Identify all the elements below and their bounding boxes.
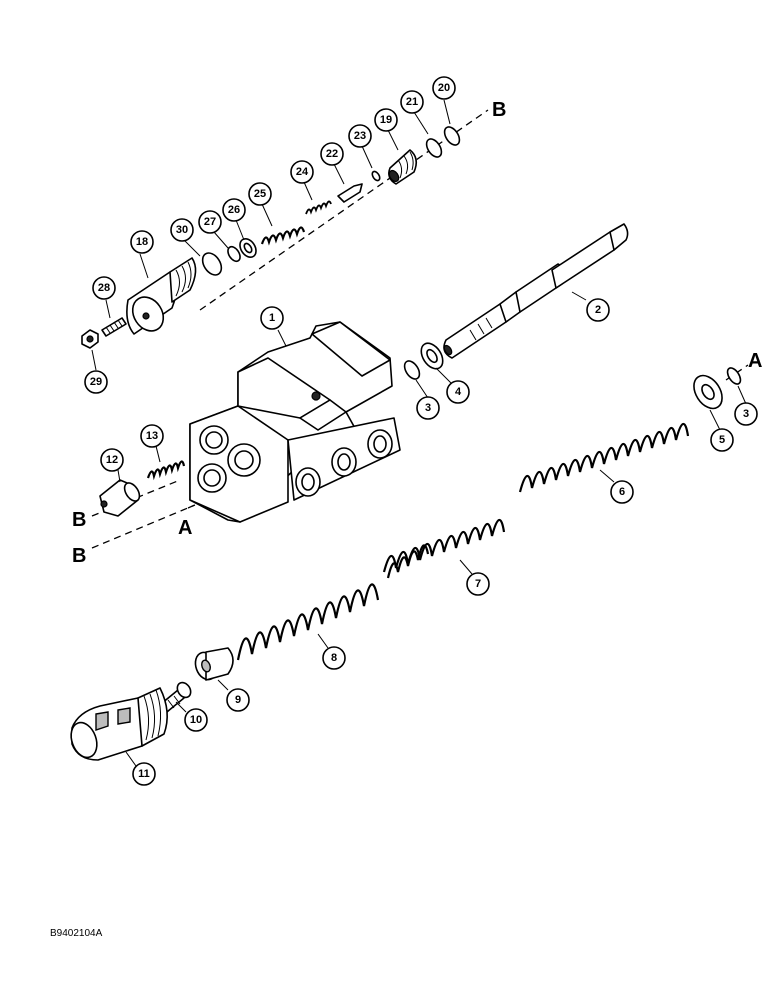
callout-28-label: 28	[98, 282, 110, 294]
callout-8: 8	[322, 646, 346, 670]
ref-letter-a-right: A	[748, 350, 762, 372]
callout-6-label: 6	[619, 486, 625, 498]
callout-24-label: 24	[296, 166, 309, 178]
callout-19-label: 19	[380, 114, 392, 126]
callout-20: 20	[432, 76, 456, 100]
part-26-spacer	[239, 237, 257, 259]
part-4-washer	[420, 342, 444, 370]
ref-letter-a-left: A	[178, 517, 192, 539]
part-24-spring	[305, 200, 332, 215]
callout-13-label: 13	[146, 430, 158, 442]
leader-lines	[91, 99, 747, 767]
callout-3-left: 3	[416, 396, 440, 420]
callout-4: 4	[446, 380, 470, 404]
callout-8-label: 8	[331, 652, 337, 664]
callout-30-label: 30	[176, 224, 188, 236]
callout-11: 11	[132, 762, 156, 786]
part-30-o-ring	[201, 252, 223, 276]
callout-10-label: 10	[190, 714, 202, 726]
callout-21-label: 21	[406, 96, 418, 108]
callout-18-label: 18	[136, 236, 148, 248]
callout-18: 18	[130, 230, 154, 254]
callout-22-label: 22	[326, 148, 338, 160]
callout-5: 5	[710, 428, 734, 452]
callout-26: 26	[222, 198, 246, 222]
callout-25: 25	[248, 182, 272, 206]
callout-3-left-label: 3	[425, 402, 431, 414]
ref-letter-b-left-upper: B	[72, 509, 86, 531]
callout-13: 13	[140, 424, 164, 448]
callout-20-label: 20	[438, 82, 450, 94]
part-7-spring	[382, 518, 506, 573]
axis-line-b-lower	[91, 504, 196, 549]
callout-30: 30	[170, 218, 194, 242]
part-6-spring	[518, 422, 690, 493]
callout-27-label: 27	[204, 216, 216, 228]
callout-7-label: 7	[475, 578, 481, 590]
callout-23-label: 23	[354, 130, 366, 142]
callout-3-right-label: 3	[743, 408, 749, 420]
part-11-end-cap	[70, 687, 168, 761]
part-25-spring	[260, 226, 306, 246]
callout-25-label: 25	[254, 188, 266, 200]
part-28-set-screw	[101, 317, 127, 337]
callout-27: 27	[198, 210, 222, 234]
part-3-o-ring-right	[726, 367, 742, 385]
part-23-o-ring	[371, 170, 381, 182]
callout-29: 29	[84, 370, 108, 394]
callout-29-label: 29	[90, 376, 102, 388]
part-1-valve-body	[189, 321, 401, 523]
callout-2-label: 2	[595, 304, 601, 316]
part-12-plug	[99, 479, 141, 517]
callout-7: 7	[466, 572, 490, 596]
callout-23: 23	[348, 124, 372, 148]
part-22-poppet	[337, 183, 363, 203]
callout-4-label: 4	[455, 386, 462, 398]
callout-28: 28	[92, 276, 116, 300]
part-19-seat	[388, 149, 418, 185]
callout-1-label: 1	[269, 312, 275, 324]
ref-letter-b-top: B	[492, 99, 506, 121]
part-2-spool	[443, 223, 629, 359]
part-3-o-ring-left	[403, 360, 421, 380]
callout-19: 19	[374, 108, 398, 132]
callout-5-label: 5	[719, 434, 725, 446]
callout-3-right: 3	[734, 402, 758, 426]
callout-12-label: 12	[106, 454, 118, 466]
part-13-spring	[146, 460, 186, 481]
callout-9-label: 9	[235, 694, 241, 706]
part-8-spring	[236, 583, 380, 661]
callout-6: 6	[610, 480, 634, 504]
callout-9: 9	[226, 688, 250, 712]
axis-line-top-b	[199, 109, 489, 311]
callout-10: 10	[184, 708, 208, 732]
figure-code: B9402104A	[50, 928, 103, 939]
ref-letter-b-left-lower: B	[72, 545, 86, 567]
part-27-ring	[227, 245, 241, 263]
callout-12: 12	[100, 448, 124, 472]
part-20-o-ring	[443, 126, 461, 146]
part-21-backup-ring	[425, 138, 443, 158]
callout-11-label: 11	[138, 768, 150, 780]
part-18-plug	[126, 257, 197, 335]
callout-26-label: 26	[228, 204, 240, 216]
callout-2: 2	[586, 298, 610, 322]
callout-21: 21	[400, 90, 424, 114]
callout-1: 1	[260, 306, 284, 330]
part-9-spring-guide	[194, 647, 234, 681]
part-29-nut	[81, 329, 99, 349]
callout-24: 24	[290, 160, 314, 184]
part-5-spring-seat	[693, 374, 723, 410]
callout-22: 22	[320, 142, 344, 166]
part-7-spring-inner	[386, 544, 430, 579]
